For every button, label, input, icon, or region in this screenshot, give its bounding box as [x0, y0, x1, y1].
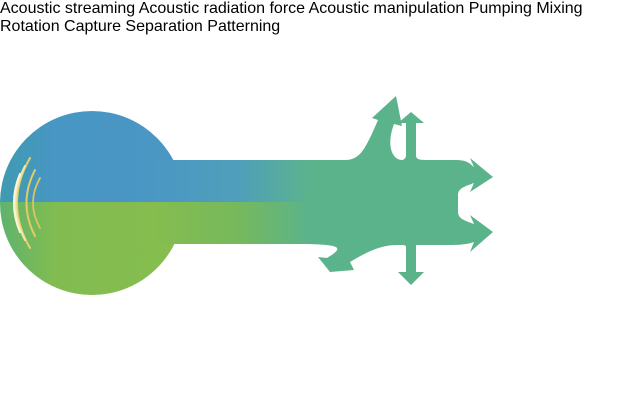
mixing-label: Mixing	[536, 0, 583, 17]
hub-shape	[0, 111, 310, 295]
manipulation-label-line2: manipulation	[373, 0, 465, 17]
pumping-label: Pumping	[468, 0, 532, 17]
rotation-label: Rotation	[0, 18, 60, 35]
streaming-label-line2: streaming	[64, 0, 136, 17]
acoustic-wave-icon	[12, 157, 41, 249]
capture-label: Capture	[64, 18, 121, 35]
streaming-label-line1: Acoustic	[0, 0, 61, 17]
radiation-label-line2: radiation force	[203, 0, 306, 17]
streaming-half-circle	[0, 111, 184, 202]
radiation-label-line1: Acoustic	[138, 0, 200, 17]
radiation-half-circle	[0, 202, 184, 295]
streaming-stem	[150, 160, 310, 202]
manipulation-shape	[308, 96, 493, 285]
separation-label: Separation	[125, 18, 203, 35]
radiation-stem	[150, 202, 310, 244]
manipulation-label-line1: Acoustic	[308, 0, 370, 17]
patterning-label: Patterning	[207, 18, 281, 35]
